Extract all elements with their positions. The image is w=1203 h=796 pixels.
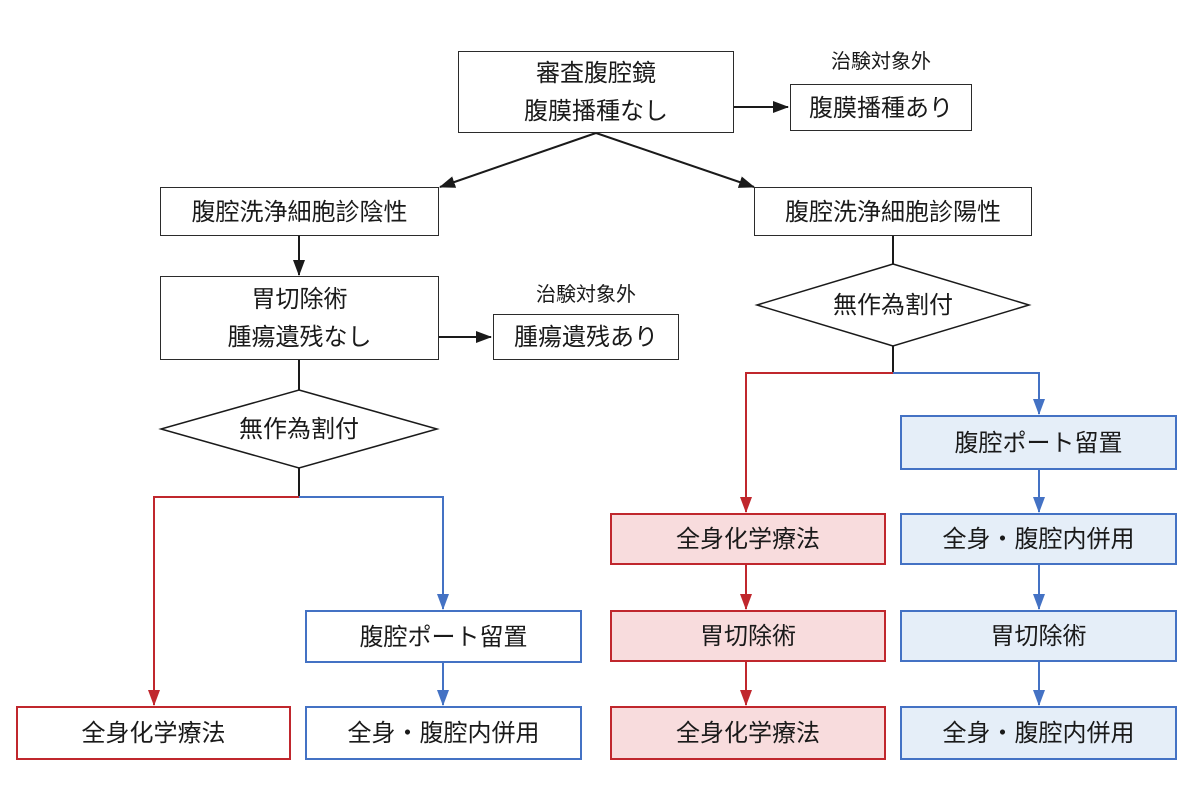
edge-staging-to-cytology-positive [595, 132, 755, 188]
randomize-right-label: 無作為割付 [833, 291, 953, 319]
staging-laparoscopy-box: 審査腹腔鏡 腹膜播種なし [458, 51, 734, 133]
right-blue-combined1-box: 全身・腹腔内併用 [900, 513, 1177, 565]
staging-line1: 審査腹腔鏡 [536, 59, 656, 87]
edge-right-red-arm [740, 372, 893, 513]
randomize-right-diamond [754, 263, 1032, 347]
cytology-negative-box: 腹腔洗浄細胞診陰性 [160, 187, 439, 236]
right-blue-surgery-box: 胃切除術 [900, 610, 1177, 662]
staging-line2: 腹膜播種なし [524, 97, 668, 125]
right-blue-port-box: 腹腔ポート留置 [900, 415, 1177, 470]
residual-tumor-excluded-box: 腫瘍遺残あり [493, 314, 679, 360]
excluded-label-mid: 治験対象外 [536, 282, 636, 306]
right-red-surgery-box: 胃切除術 [610, 610, 886, 662]
edge-left-red-arm [148, 496, 299, 706]
gastrectomy-left-line2: 腫瘍遺残なし [227, 323, 372, 351]
left-red-chemo-box: 全身化学療法 [16, 706, 291, 760]
edge-left-blue-arm [299, 496, 449, 610]
right-red-chemo2-box: 全身化学療法 [610, 706, 886, 760]
peritoneal-positive-excluded-box: 腹膜播種あり [790, 84, 972, 131]
edge-staging-to-cytology-negative [439, 132, 597, 188]
excluded-label-top: 治験対象外 [831, 49, 931, 73]
left-blue-port-box: 腹腔ポート留置 [305, 610, 582, 663]
gastrectomy-left-line1: 胃切除術 [251, 285, 348, 313]
gastrectomy-left-box: 胃切除術 腫瘍遺残なし [160, 276, 439, 360]
left-blue-combined-box: 全身・腹腔内併用 [305, 706, 582, 760]
right-blue-combined2-box: 全身・腹腔内併用 [900, 706, 1177, 760]
edge-right-blue-arm [893, 372, 1045, 415]
randomize-left-label: 無作為割付 [239, 415, 359, 443]
cytology-positive-box: 腹腔洗浄細胞診陽性 [754, 187, 1032, 236]
right-red-chemo1-box: 全身化学療法 [610, 513, 886, 565]
randomize-left-diamond [158, 389, 440, 469]
